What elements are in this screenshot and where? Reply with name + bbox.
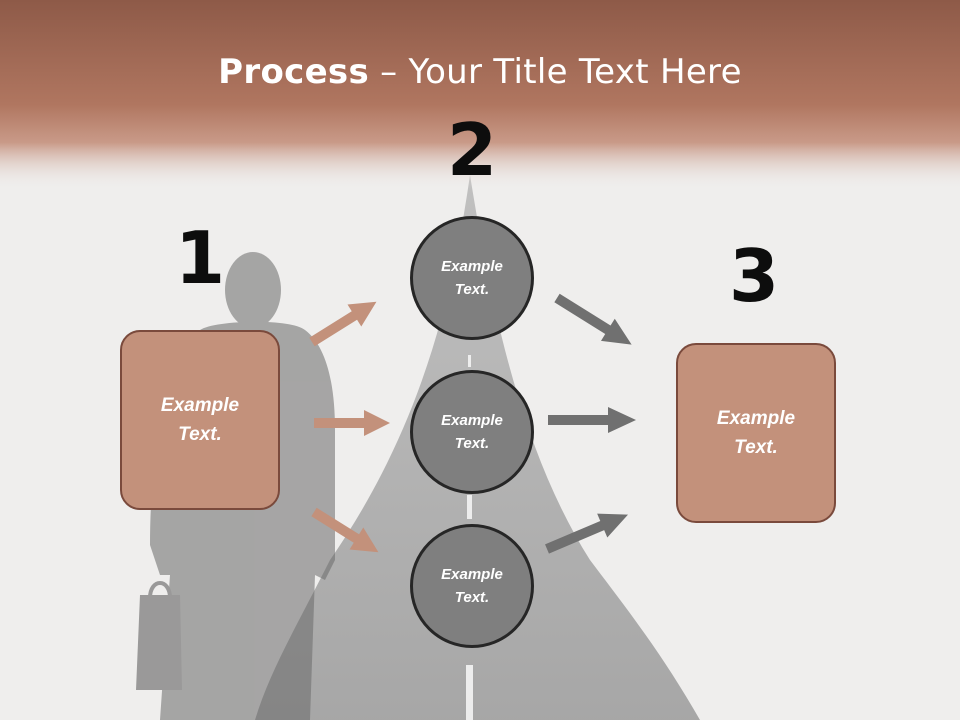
slide-title: Process – Your Title Text Here <box>0 52 960 92</box>
arrow-left-up <box>309 301 377 347</box>
circle-middle: Example Text. <box>410 370 534 494</box>
step-number-2: 2 <box>446 108 498 192</box>
circle-bottom: Example Text. <box>410 524 534 648</box>
circle-top-text: Example Text. <box>441 258 503 298</box>
arrow-right-down <box>554 293 632 345</box>
left-box-text: Example Text. <box>160 395 240 445</box>
title-rest: – Your Title Text Here <box>369 52 742 92</box>
left-box: Example Text. <box>120 330 280 510</box>
left-arrows <box>309 301 390 553</box>
circle-top: Example Text. <box>410 216 534 340</box>
right-arrows <box>545 293 636 554</box>
right-box-text: Example Text. <box>716 408 796 458</box>
title-bold: Process <box>218 52 370 92</box>
arrow-left-middle <box>314 410 390 436</box>
arrow-left-down <box>311 507 379 553</box>
arrow-right-middle <box>548 407 636 433</box>
step-number-1: 1 <box>174 216 226 300</box>
step-number-3: 3 <box>728 234 780 318</box>
circle-bottom-text: Example Text. <box>441 566 503 606</box>
circle-middle-text: Example Text. <box>441 412 503 452</box>
right-box: Example Text. <box>676 343 836 523</box>
arrow-right-up <box>545 513 629 554</box>
